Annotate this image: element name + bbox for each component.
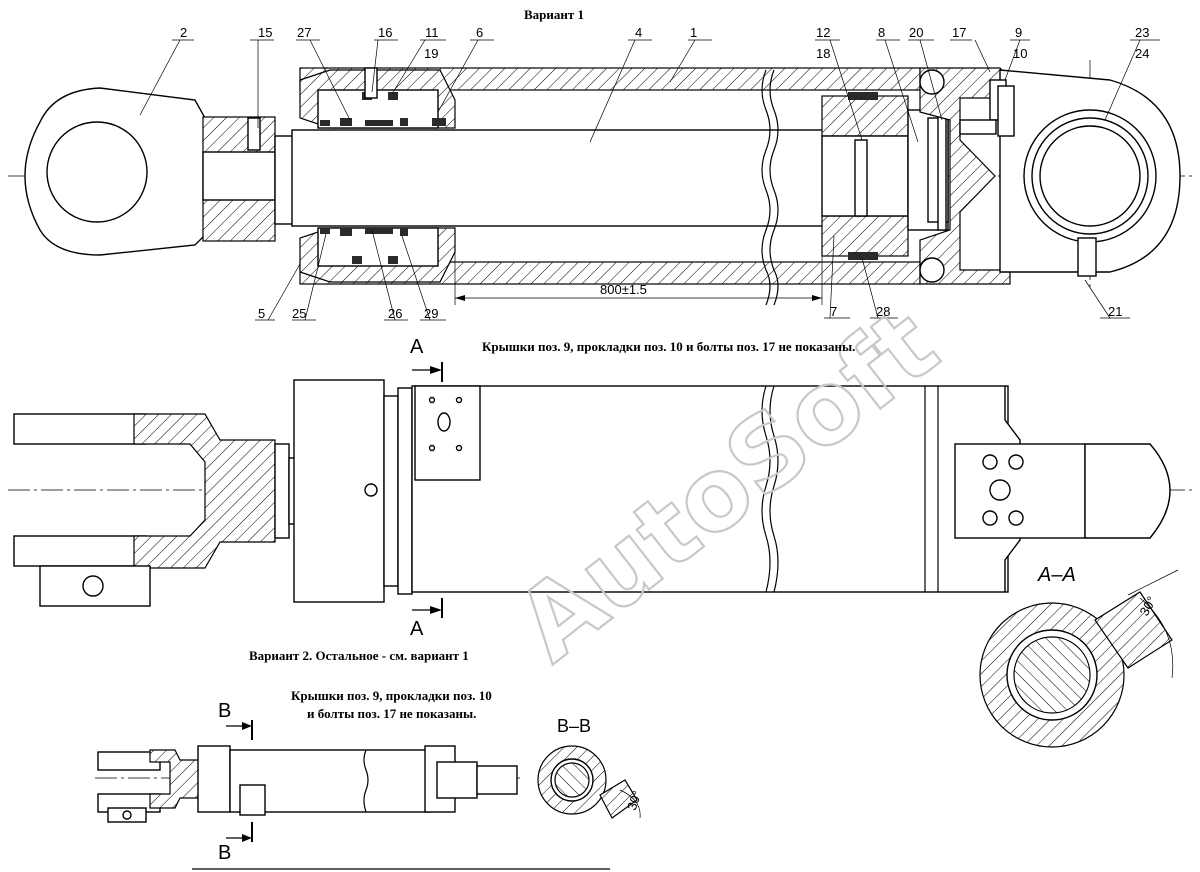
callout-20: 20 [909,25,924,40]
section-mark-a-top: А [410,336,424,358]
callout-16: 16 [378,25,393,40]
callout-19: 19 [424,46,439,61]
callout-23: 23 [1135,25,1150,40]
section-b-b: 30° [537,745,645,819]
callout-27: 27 [297,25,312,40]
stroke-dimension: 800±1.5 [600,282,647,297]
exterior-view-variant-2 [8,362,1195,618]
callout-4: 4 [635,25,643,40]
callout-leaders [139,39,1160,321]
callout-21: 21 [1108,304,1123,319]
callout-12: 12 [816,25,831,40]
note-covers-bottom-line2: и болты поз. 17 не показаны. [307,706,477,721]
callout-2: 2 [180,25,188,40]
callout-26: 26 [388,306,403,321]
callout-29: 29 [424,306,439,321]
callout-6: 6 [476,25,484,40]
section-mark-b-top: В [218,700,232,722]
callout-11: 11 [425,25,439,40]
callout-10: 10 [1013,46,1028,61]
callout-8: 8 [878,25,886,40]
section-view-variant-1: 800±1.5 [8,60,1195,306]
callout-24: 24 [1135,46,1150,61]
callout-15: 15 [258,25,273,40]
note-covers-top: Крышки поз. 9, прокладки поз. 10 и болты… [482,339,856,354]
note-covers-bottom-line1: Крышки поз. 9, прокладки поз. 10 [291,688,492,703]
callout-18: 18 [816,46,831,61]
title-variant-1: Вариант 1 [524,7,585,22]
angle-label-b: 30° [624,789,645,813]
callout-9: 9 [1015,25,1023,40]
callout-17: 17 [952,25,967,40]
callout-25: 25 [292,306,307,321]
callout-7: 7 [830,304,838,319]
callout-5: 5 [258,306,266,321]
section-a-a: 30° [979,569,1179,748]
section-title-a-a: А–А [1038,564,1076,586]
callout-28: 28 [876,304,891,319]
title-variant-2: Вариант 2. Остальное - см. вариант 1 [249,648,469,663]
callout-1: 1 [690,25,698,40]
section-title-b-b: В–В [557,716,592,736]
small-view-variant [95,720,520,842]
section-mark-b-bottom: В [218,842,232,864]
section-mark-a-bottom: А [410,618,424,640]
